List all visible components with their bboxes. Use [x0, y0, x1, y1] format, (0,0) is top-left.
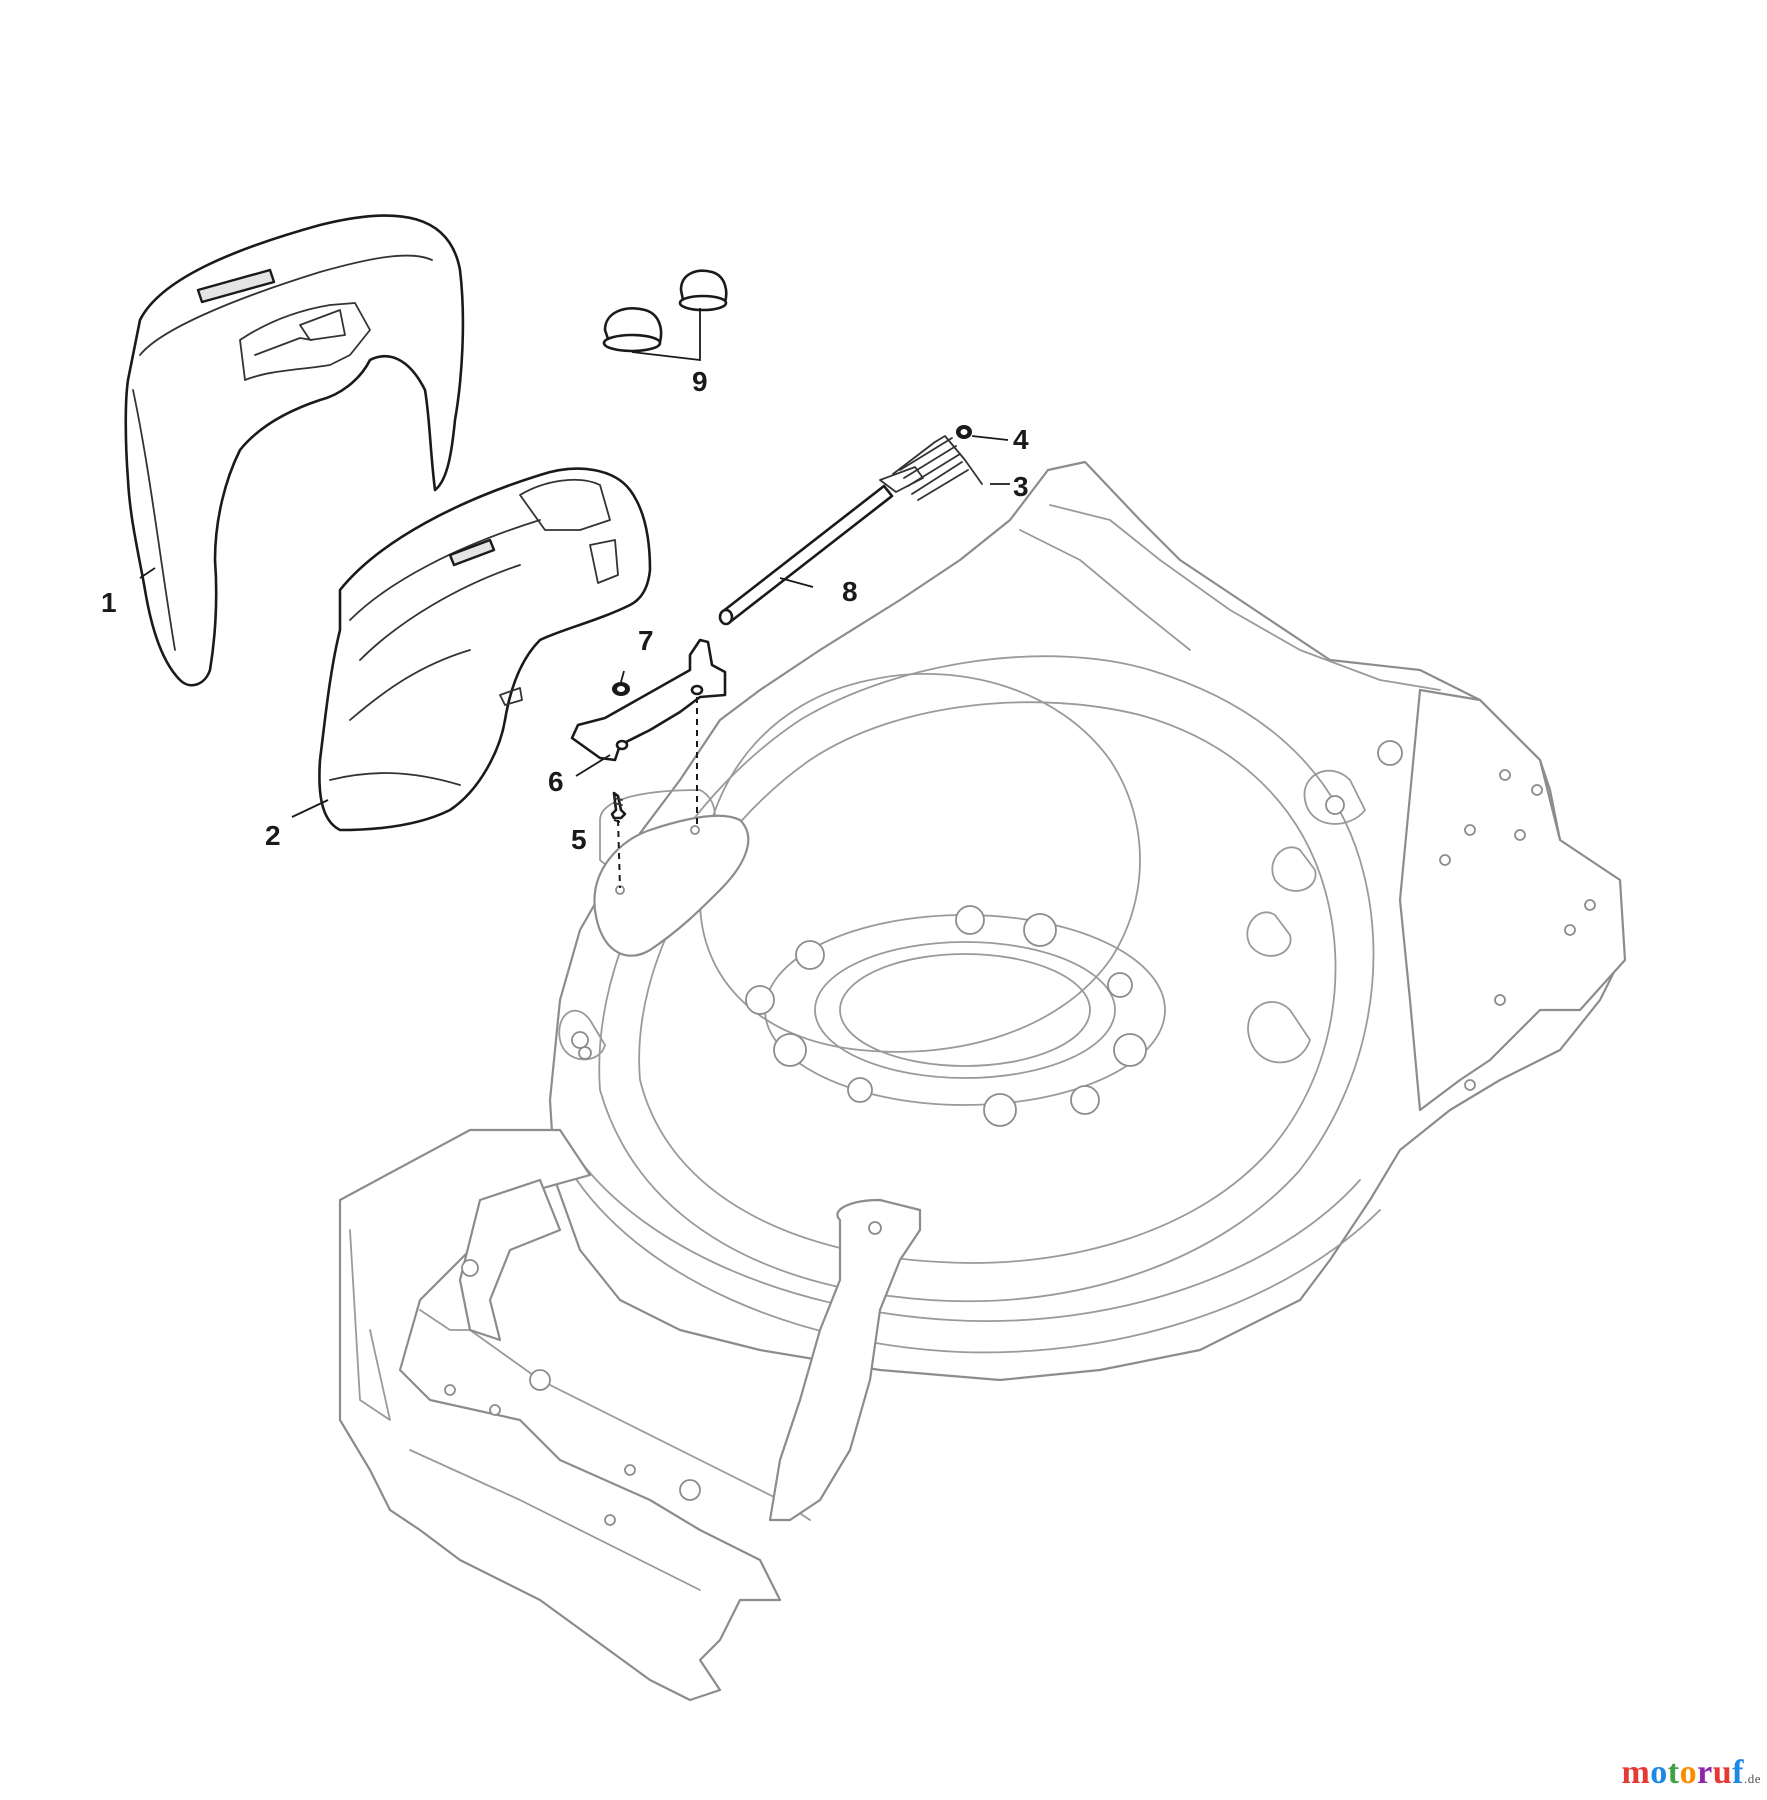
part-4-clip	[956, 425, 972, 439]
callout-4: 4	[1013, 424, 1029, 455]
part-3-torsion-spring	[879, 435, 983, 501]
watermark-logo: motoruf.de	[1621, 1754, 1761, 1792]
ring-bosses	[745, 905, 1147, 1127]
part-8-rod	[718, 484, 894, 626]
wm-letter: m	[1621, 1754, 1651, 1791]
callout-labels: 1 2 3 4 5 6 7 8 9	[101, 366, 1029, 855]
leader-lines	[139, 308, 1010, 823]
callout-1: 1	[101, 587, 117, 618]
part-9-caps	[602, 269, 728, 353]
part-7-nut	[612, 682, 630, 696]
wm-letter: u	[1712, 1754, 1733, 1791]
callout-6: 6	[548, 766, 564, 797]
assembly-lines	[617, 697, 698, 889]
mower-deck	[548, 460, 1627, 1382]
wm-letter: t	[1667, 1754, 1680, 1791]
wm-letter: o	[1650, 1754, 1668, 1791]
part-2-front-shroud	[318, 467, 652, 832]
wm-letter: o	[1679, 1754, 1698, 1791]
callout-3: 3	[1013, 471, 1029, 502]
wm-letter: f	[1732, 1754, 1744, 1791]
part-1-rear-cover	[124, 214, 465, 687]
callout-2: 2	[265, 820, 281, 851]
wm-letter: r	[1697, 1754, 1713, 1791]
callout-8: 8	[842, 576, 858, 607]
wm-suffix: .de	[1743, 1771, 1761, 1786]
part-5-screw	[610, 791, 627, 820]
side-wall-holes	[1439, 769, 1596, 1091]
callout-9: 9	[692, 366, 708, 397]
front-chassis	[338, 1046, 922, 1702]
part-6-bracket	[570, 638, 727, 762]
callout-7: 7	[638, 625, 654, 656]
callout-5: 5	[571, 824, 587, 855]
